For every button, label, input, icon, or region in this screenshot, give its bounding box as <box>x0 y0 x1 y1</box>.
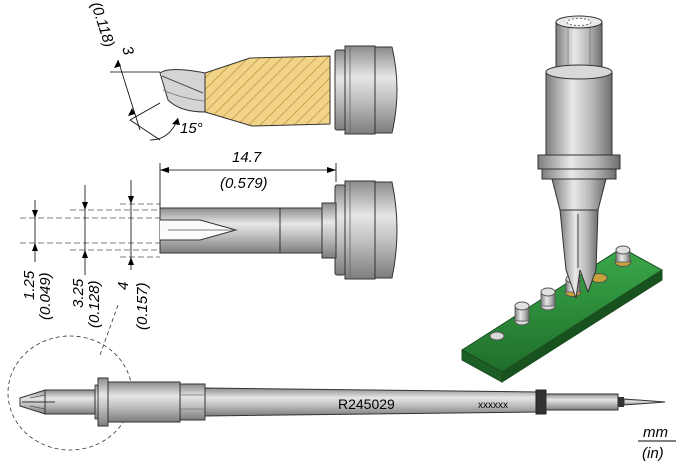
dim-outer-mm-label: 4 <box>115 282 132 290</box>
full-length-view <box>7 304 666 451</box>
side-view <box>110 45 398 141</box>
unit-imperial-label: (in) <box>642 445 664 462</box>
dim-thickness-in-label: (0.118) <box>87 0 118 49</box>
dim-length-mm-label: 14.7 <box>232 149 262 166</box>
top-view <box>20 180 398 280</box>
serial-marking-label: xxxxxx <box>478 400 508 411</box>
part-number-label: R245029 <box>338 396 395 412</box>
pcb-board <box>461 245 663 383</box>
dim-inner-mm-label: 3.25 <box>70 278 87 308</box>
dim-inner-in-label: (0.128) <box>86 280 103 328</box>
dim-thickness-mm-label: 3 <box>118 44 137 58</box>
dim-angle-label: 15° <box>180 120 203 137</box>
length-dimension <box>159 163 337 210</box>
dim-length-in-label: (0.579) <box>220 175 268 192</box>
dim-slot-in-label: (0.049) <box>37 272 54 320</box>
unit-metric-label: mm <box>643 424 668 441</box>
dim-slot-mm-label: 1.25 <box>21 270 38 300</box>
dim-outer-in-label: (0.157) <box>134 282 151 330</box>
pcb-pins <box>489 245 632 341</box>
tip-3d-view <box>537 15 621 299</box>
